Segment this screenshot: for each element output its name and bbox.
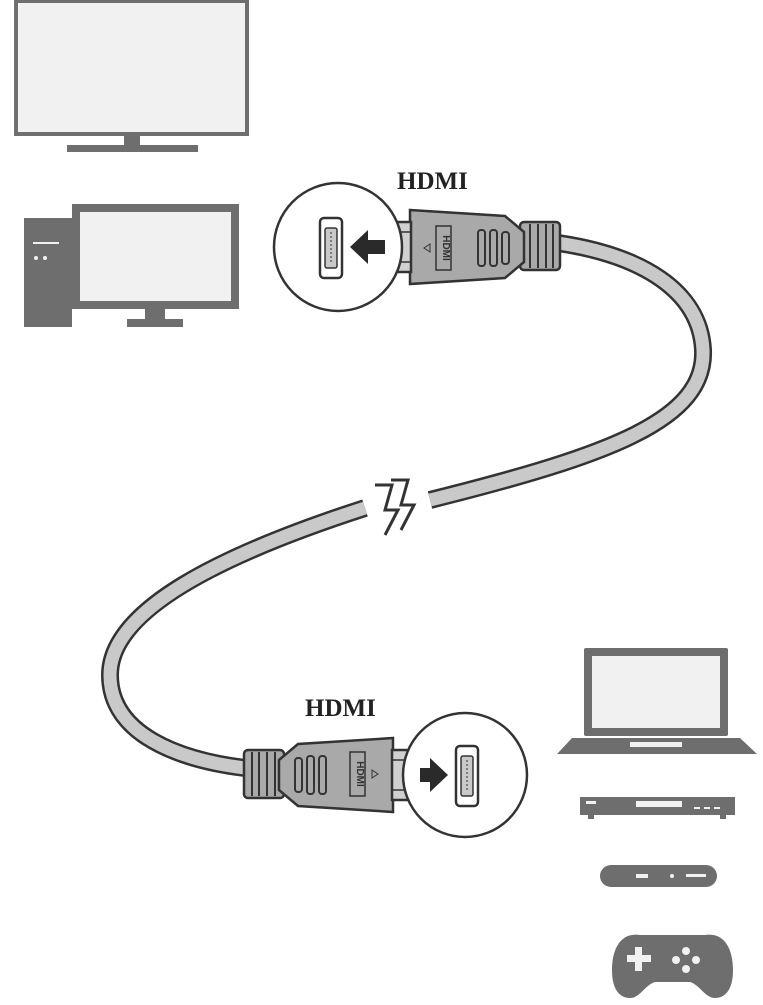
laptop-icon (557, 648, 757, 754)
tv-icon (14, 0, 249, 152)
set-top-box-icon (600, 865, 717, 887)
top-port-callout (272, 181, 404, 313)
bottom-hdmi-label: HDMI (305, 695, 376, 722)
desktop-computer-icon (24, 204, 239, 327)
top-hdmi-plug: HDMI (383, 208, 562, 286)
top-plug-marking: HDMI (440, 235, 451, 261)
insert-arrow-icon (420, 758, 448, 792)
bottom-plug-marking: HDMI (354, 761, 365, 787)
hdmi-cable (100, 234, 713, 777)
dvd-player-icon (580, 797, 735, 819)
gamepad-icon (612, 934, 733, 998)
insert-arrow-icon (350, 230, 385, 264)
bottom-port-callout (401, 711, 529, 839)
top-hdmi-label: HDMI (397, 168, 468, 195)
bottom-hdmi-plug: HDMI (242, 736, 420, 814)
